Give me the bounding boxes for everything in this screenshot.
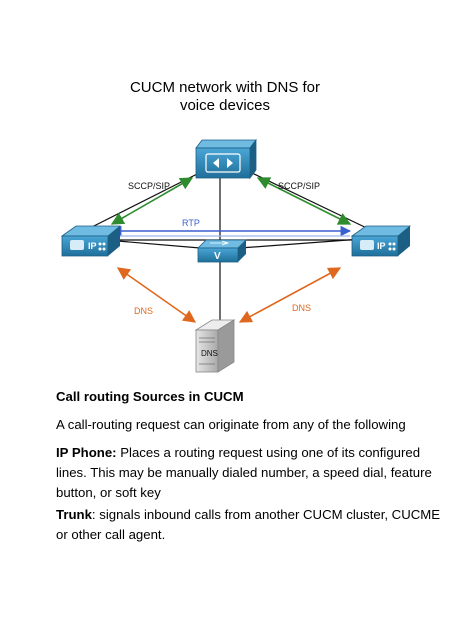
trunk-paragraph: Trunk: signals inbound calls from anothe… [56,505,448,545]
cucm-network-diagram: CUCM network with DNS for voice devices … [60,79,412,373]
dns-arrow-left [116,267,197,323]
dns-label-left: DNS [134,306,153,316]
ip-phone-icon-right [350,225,412,257]
dns-server-icon [194,319,236,373]
voice-gateway-icon [197,239,247,263]
trunk-term: Trunk [56,507,92,522]
sccp-sip-arrow-right [256,177,352,225]
intro-paragraph: A call-routing request can originate fro… [56,417,406,432]
diagram-title-line1: CUCM network with DNS for [130,79,320,96]
rtp-label: RTP [182,218,200,228]
sccp-sip-arrow-left [110,177,194,225]
diagram-title-line2: voice devices [180,97,270,114]
rtp-link [110,225,352,237]
sccp-sip-label-right: SCCP/SIP [278,181,320,191]
ip-phone-left-label: IP [88,241,97,251]
ip-phone-term: IP Phone: [56,445,117,460]
ip-phone-paragraph: IP Phone: Places a routing request using… [56,443,448,503]
dns-label-right: DNS [292,303,311,313]
ip-phone-right-label: IP [377,241,386,251]
ip-phone-description: Places a routing request using one of it… [56,445,432,500]
dns-arrow-right [238,267,342,323]
ip-phone-icon-left [60,225,122,257]
section-heading: Call routing Sources in CUCM [56,389,244,404]
sccp-sip-label-left: SCCP/SIP [128,181,170,191]
dns-server-label: DNS [201,349,218,358]
call-manager-icon [195,138,257,180]
trunk-description: : signals inbound calls from another CUC… [56,507,441,542]
voice-gateway-label: V [214,251,221,262]
